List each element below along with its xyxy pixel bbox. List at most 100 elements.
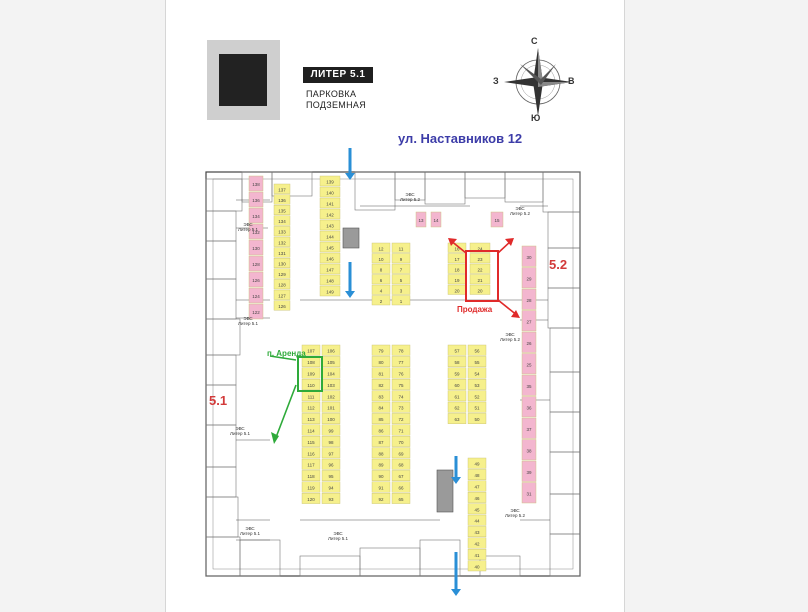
parking-spot [319, 230, 341, 242]
spot-number: 35 [526, 384, 532, 389]
parking-spot [391, 401, 411, 413]
parking-spot [273, 236, 291, 247]
spot-number: 79 [378, 349, 384, 354]
pink-spot [521, 482, 537, 504]
spot-number: 52 [474, 394, 480, 399]
spot-number: 9 [400, 257, 403, 262]
parking-spot [467, 401, 487, 413]
spot-number: 54 [474, 372, 480, 377]
spot-number: 46 [474, 496, 480, 501]
spot-number: 93 [328, 497, 334, 502]
parking-spot [391, 367, 411, 379]
spot-number: 103 [327, 383, 335, 388]
parking-spot [391, 295, 411, 306]
spot-number: 37 [526, 427, 532, 432]
parking-spot [321, 401, 341, 413]
spot-number: 63 [454, 417, 460, 422]
spot-number: 132 [278, 240, 286, 245]
parking-spot [371, 458, 391, 470]
spot-number: 20 [454, 288, 460, 293]
stair-label: ЭВС [515, 206, 525, 211]
spot-number: 1 [400, 299, 403, 304]
bottom-room [419, 539, 461, 577]
parking-spot [391, 470, 411, 481]
spot-number: 92 [378, 497, 384, 502]
spot-number: 130 [252, 246, 260, 251]
spot-number: 124 [252, 294, 260, 299]
left-room [205, 318, 241, 356]
parking-spot [391, 379, 411, 390]
stair-label: Литер 5.2 [400, 197, 420, 202]
spot-number: 86 [378, 429, 384, 434]
spot-number: 130 [278, 262, 286, 267]
compass-south: Ю [531, 113, 541, 123]
parking-spot [391, 253, 411, 264]
pink-spot [521, 374, 537, 396]
stair-label: ЭВС [245, 526, 255, 531]
spot-number: 75 [398, 383, 404, 388]
left-room [205, 178, 243, 212]
spot-number: 87 [378, 440, 384, 445]
parking-spot [273, 300, 291, 311]
rent-label: п. Аренда [267, 349, 306, 358]
parking-spot [371, 390, 391, 402]
pink-spot [248, 207, 264, 224]
parking-spot [447, 344, 467, 356]
left-room [205, 466, 237, 498]
spot-number: 11 [399, 246, 404, 251]
parking-spot [319, 186, 341, 198]
spot-number: 42 [474, 542, 480, 547]
spot-number: 146 [326, 257, 334, 262]
spot-number: 88 [378, 451, 384, 456]
parking-spot [301, 379, 321, 390]
parking-spot [391, 436, 411, 447]
compass-east: В [568, 76, 575, 86]
pink-spot [248, 287, 264, 304]
spot-number: 98 [328, 440, 334, 445]
pink-spot [521, 460, 537, 482]
right-room [549, 533, 581, 577]
parking-spot [371, 295, 391, 306]
spot-number: 107 [307, 349, 315, 354]
right-room [549, 451, 581, 495]
right-room [549, 493, 581, 535]
compass-north: С [531, 36, 538, 46]
compass-west: З [493, 76, 499, 86]
spot-number: 89 [378, 463, 384, 468]
parking-spot [301, 458, 321, 470]
spot-number: 65 [398, 497, 404, 502]
spot-number: 113 [307, 417, 315, 422]
pink-spot [521, 417, 537, 439]
parking-spot [391, 274, 411, 285]
spot-number: 27 [526, 319, 532, 324]
entry-arrow-top-head [345, 173, 355, 180]
right-room [549, 371, 581, 413]
spot-number: 2 [380, 299, 383, 304]
parking-spot [469, 274, 491, 285]
spot-number: 6 [380, 278, 383, 283]
spot-number: 40 [474, 564, 480, 569]
spot-number: 47 [474, 485, 480, 490]
parking-spot [371, 367, 391, 379]
parking-spot [371, 356, 391, 367]
stair-label: Литер 5.1 [240, 531, 260, 536]
spot-number: 58 [454, 360, 460, 365]
spot-number: 36 [526, 405, 532, 410]
right-room [549, 411, 581, 453]
top-room [271, 171, 313, 197]
parking-spot [391, 458, 411, 470]
spot-number: 100 [327, 417, 335, 422]
parking-spot [321, 493, 341, 504]
parking-spot [301, 424, 321, 436]
parking-spot [371, 253, 391, 264]
sale-arrow-head [505, 238, 514, 246]
spot-number: 60 [454, 383, 460, 388]
top-room [504, 171, 544, 203]
spot-number: 80 [378, 360, 384, 365]
parking-spot [273, 215, 291, 226]
parking-spot [467, 379, 487, 390]
spot-number: 112 [307, 406, 315, 411]
parking-spot [321, 424, 341, 436]
parking-spot [391, 356, 411, 367]
parking-spot [301, 470, 321, 481]
